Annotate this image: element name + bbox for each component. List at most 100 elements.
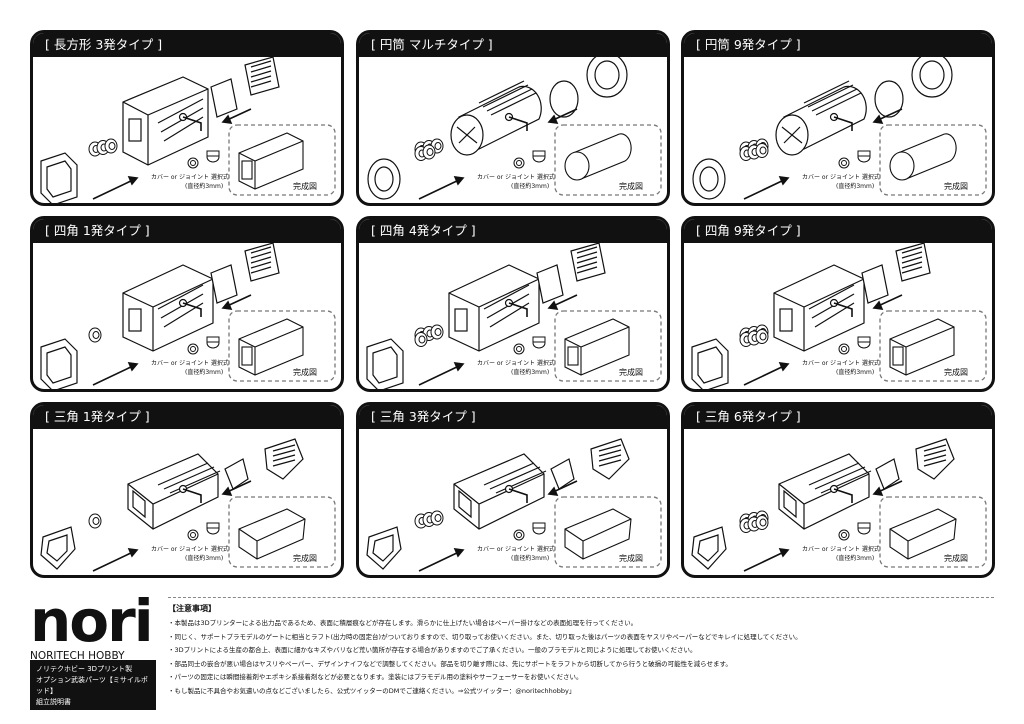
joint-size-label: (直径約3mm)	[511, 554, 549, 562]
joint-parts	[513, 150, 546, 169]
complete-view: 完成図	[879, 310, 987, 382]
instruction-panel: [ 円筒 マルチタイプ ]カバー or ジョイント 選択式(直径約3mm)完成図	[356, 30, 670, 206]
complete-view: 完成図	[228, 310, 336, 382]
panel-title: [ 円筒 マルチタイプ ]	[359, 33, 667, 57]
end-cap	[40, 526, 76, 570]
joint-label: カバー or ジョイント 選択式	[477, 359, 555, 367]
complete-frame	[554, 496, 662, 568]
assembly-arrows	[418, 108, 578, 200]
complete-label: 完成図	[619, 367, 643, 377]
assembly-arrows	[743, 480, 903, 572]
pod-body	[127, 453, 221, 530]
front-cover	[224, 438, 304, 490]
joint-parts	[838, 522, 871, 541]
joint-size-label: (直径約3mm)	[836, 368, 874, 376]
instruction-panel: [ 円筒 9発タイプ ]カバー or ジョイント 選択式(直径約3mm)完成図	[681, 30, 995, 206]
pod-body	[773, 264, 865, 352]
pod-body	[450, 80, 542, 156]
complete-view: 完成図	[879, 124, 987, 196]
complete-frame	[554, 310, 662, 382]
complete-label: 完成図	[944, 181, 968, 191]
instruction-panel: [ 長方形 3発タイプ ]カバー or ジョイント 選択式(直径約3mm)完成図	[30, 30, 344, 206]
complete-frame	[879, 124, 987, 196]
joint-size-label: (直径約3mm)	[511, 368, 549, 376]
note-item: ・3Dプリントによる生産の都合上、表面に細かなキズやバリなど荒い箇所が存在する場…	[168, 646, 697, 655]
joint-size-label: (直径約3mm)	[185, 554, 223, 562]
assembly-arrows	[92, 480, 252, 572]
exploded-diagram: カバー or ジョイント 選択式(直径約3mm)完成図	[367, 57, 662, 200]
complete-label: 完成図	[293, 367, 317, 377]
caution-notes: 【注意事項】 ・本製品は3Dプリンターによる出力品であるため、表面に積層痕などが…	[168, 603, 994, 699]
exploded-diagram: カバー or ジョイント 選択式(直径約3mm)完成図	[40, 243, 336, 389]
complete-label: 完成図	[619, 181, 643, 191]
panel-title: [ 四角 4発タイプ ]	[359, 219, 667, 243]
joint-size-label: (直径約3mm)	[185, 182, 223, 190]
missile-heads	[739, 138, 769, 161]
missile-heads	[739, 510, 769, 533]
panel-title: [ 三角 1発タイプ ]	[33, 405, 341, 429]
completed-pod	[564, 508, 632, 560]
exploded-diagram: カバー or ジョイント 選択式(直径約3mm)完成図	[366, 438, 662, 572]
complete-view: 完成図	[554, 310, 662, 382]
product-line-2: オプション武装パーツ【ミサイルポッド】	[36, 676, 148, 695]
completed-pod	[889, 508, 957, 560]
joint-label: カバー or ジョイント 選択式	[151, 545, 229, 553]
notes-title: 【注意事項】	[168, 604, 216, 613]
front-cover	[210, 243, 280, 304]
pod-body	[122, 76, 209, 166]
assembly-arrows	[743, 294, 903, 386]
complete-label: 完成図	[944, 553, 968, 563]
missile-heads	[739, 324, 769, 347]
front-cover	[210, 57, 280, 118]
instruction-panel: [ 四角 1発タイプ ]カバー or ジョイント 選択式(直径約3mm)完成図	[30, 216, 344, 392]
missile-heads	[88, 327, 102, 343]
note-item: ・本製品は3Dプリンターによる出力品であるため、表面に積層痕などが存在します。滑…	[168, 619, 638, 627]
joint-label: カバー or ジョイント 選択式	[151, 359, 229, 367]
pod-body	[775, 80, 867, 156]
assembly-arrows	[92, 294, 252, 386]
missile-heads	[414, 138, 444, 161]
missile-heads	[88, 513, 102, 529]
completed-pod	[238, 132, 304, 190]
note-item: ・部品同士の嵌合が悪い場合はヤスリやペーパー、デザインナイフなどで調整してくださ…	[168, 659, 732, 668]
assembly-arrows	[418, 294, 578, 386]
front-cover	[550, 438, 630, 490]
joint-label: カバー or ジョイント 選択式	[802, 173, 880, 181]
instruction-panel: [ 四角 9発タイプ ]カバー or ジョイント 選択式(直径約3mm)完成図	[681, 216, 995, 392]
pod-body	[778, 453, 872, 530]
instruction-panel: [ 三角 1発タイプ ]カバー or ジョイント 選択式(直径約3mm)完成図	[30, 402, 344, 578]
completed-pod	[238, 508, 306, 560]
front-cover	[861, 243, 931, 304]
note-item: ・同じく、サポートプラモデルのゲートに相当とラフト(出力時の固定台)がついており…	[168, 632, 802, 641]
exploded-diagram: カバー or ジョイント 選択式(直径約3mm) 完成図	[366, 243, 662, 389]
exploded-diagram: カバー or ジョイント 選択式(直径約3mm)完成図	[691, 438, 987, 572]
completed-pod	[238, 318, 304, 376]
complete-frame	[879, 310, 987, 382]
missile-heads	[414, 324, 444, 347]
exploded-diagram: カバー or ジョイント 選択式(直径約3mm)完成図	[40, 57, 336, 203]
joint-parts	[187, 522, 220, 541]
joint-parts	[838, 336, 871, 355]
assembly-arrows	[418, 480, 578, 572]
panel-title: [ 円筒 9発タイプ ]	[684, 33, 992, 57]
complete-view: 完成図	[879, 496, 987, 568]
missile-heads	[88, 138, 118, 157]
joint-parts	[838, 150, 871, 169]
completed-pod	[564, 318, 630, 376]
logo-subtitle: NORITECH HOBBY	[30, 650, 125, 662]
complete-frame	[879, 496, 987, 568]
joint-label: カバー or ジョイント 選択式	[151, 173, 229, 181]
missile-heads	[414, 510, 444, 529]
exploded-diagram: カバー or ジョイント 選択式(直径約3mm)完成図	[691, 243, 987, 389]
complete-frame	[228, 310, 336, 382]
assembly-arrows	[92, 108, 252, 200]
pod-body	[122, 264, 214, 352]
product-description: ノリテクホビー 3Dプリント製 オプション武装パーツ【ミサイルポッド】 組立説明…	[30, 660, 156, 710]
joint-parts	[187, 150, 220, 169]
footer-divider	[168, 597, 994, 598]
complete-label: 完成図	[619, 553, 643, 563]
joint-parts	[513, 336, 546, 355]
end-cap	[692, 158, 726, 200]
instruction-panel: [ 四角 4発タイプ ] カバー or ジョイント 選択式(直径約3mm) 完成図	[356, 216, 670, 392]
panel-title: [ 四角 1発タイプ ]	[33, 219, 341, 243]
